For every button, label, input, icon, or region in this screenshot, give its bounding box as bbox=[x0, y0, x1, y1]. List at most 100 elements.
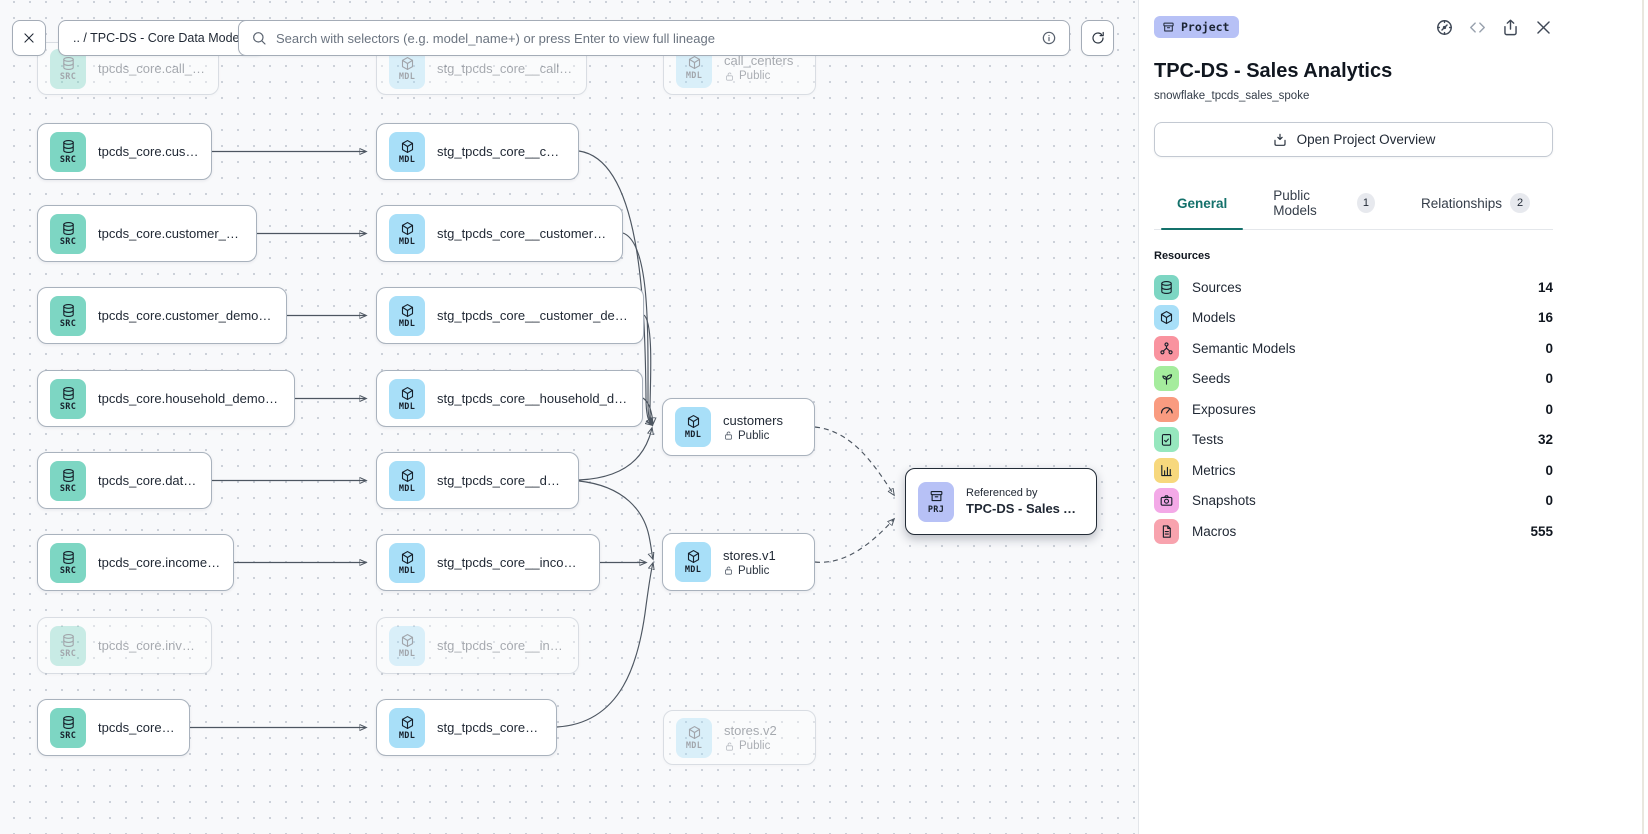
docs-inbox-icon bbox=[1272, 132, 1288, 148]
lineage-node-src-store[interactable]: SRC tpcds_core.store bbox=[37, 699, 190, 756]
lock-open-icon bbox=[723, 565, 734, 576]
search-box[interactable] bbox=[238, 20, 1070, 56]
resource-chip bbox=[1154, 488, 1179, 514]
lock-open-icon bbox=[724, 741, 735, 752]
breadcrumb[interactable]: .. / TPC-DS - Core Data Models bbox=[58, 20, 264, 56]
resource-row-seeds[interactable]: Seeds 0 bbox=[1154, 364, 1553, 395]
resource-label: Metrics bbox=[1192, 462, 1236, 478]
lineage-node-mdl-date-dim[interactable]: MDL stg_tpcds_core__date_dim bbox=[376, 452, 579, 509]
lineage-canvas[interactable]: SRCtpcds_core.call_centerMDLstg_tpcds_co… bbox=[0, 0, 1138, 834]
resource-chip bbox=[1154, 396, 1179, 422]
badge-label: MDL bbox=[398, 318, 416, 329]
node-body: tpcds_core.store bbox=[98, 720, 177, 735]
node-pre-label: Referenced by bbox=[966, 487, 1038, 499]
tab-relationships-label: Relationships bbox=[1420, 195, 1502, 211]
node-body: stg_tpcds_core__date_dim bbox=[437, 473, 566, 488]
close-panel-icon[interactable] bbox=[1534, 18, 1553, 37]
cube-icon bbox=[1159, 310, 1174, 325]
lineage-node-mdl-household-demographics[interactable]: MDLstg_tpcds_core__household_demographic… bbox=[376, 370, 643, 427]
prj-badge: PRJ bbox=[918, 481, 954, 522]
resource-count: 0 bbox=[1545, 462, 1553, 478]
node-access: Public bbox=[723, 565, 776, 577]
refresh-button[interactable] bbox=[1081, 20, 1114, 56]
bar-chart-icon bbox=[1159, 463, 1174, 478]
info-icon[interactable] bbox=[1041, 30, 1057, 46]
node-label: tpcds_core.customer_address bbox=[98, 226, 244, 241]
node-body: tpcds_core.customer_demographics bbox=[98, 308, 274, 323]
project-icon bbox=[929, 489, 944, 504]
src-badge: SRC bbox=[50, 542, 86, 583]
lineage-node-mdl-store[interactable]: MDL stg_tpcds_core__store bbox=[376, 699, 557, 756]
project-type-badge-label: Project bbox=[1181, 20, 1230, 34]
mdl-badge: MDL bbox=[389, 707, 425, 748]
resource-row-metrics[interactable]: Metrics 0 bbox=[1154, 455, 1553, 486]
tab-general[interactable]: General bbox=[1154, 179, 1250, 230]
database-icon bbox=[61, 303, 76, 318]
mdl-badge: MDL bbox=[389, 131, 425, 172]
lock-open-icon bbox=[724, 71, 735, 82]
resource-chip bbox=[1154, 305, 1179, 331]
badge-label: MDL bbox=[398, 483, 416, 494]
code-icon[interactable] bbox=[1468, 18, 1487, 37]
cube-icon bbox=[687, 725, 702, 740]
resource-label: Tests bbox=[1192, 432, 1224, 448]
node-access: Public bbox=[724, 740, 777, 752]
share-icon[interactable] bbox=[1501, 18, 1520, 37]
node-body: tpcds_core.customer_address bbox=[98, 226, 244, 241]
mdl-badge: MDL bbox=[389, 542, 425, 583]
node-label: stg_tpcds_core__income_band bbox=[437, 555, 587, 570]
tab-general-label: General bbox=[1177, 195, 1228, 211]
explore-compass-icon[interactable] bbox=[1435, 18, 1454, 37]
tab-relationships[interactable]: Relationships 2 bbox=[1398, 179, 1553, 229]
resource-count: 555 bbox=[1530, 523, 1553, 539]
panel-tabs: General Public Models 1 Relationships 2 bbox=[1154, 179, 1553, 230]
node-label: tpcds_core.customer bbox=[98, 144, 199, 159]
node-body: stg_tpcds_core__inventory bbox=[437, 638, 566, 653]
tab-public-models-count: 1 bbox=[1356, 193, 1375, 213]
resource-label: Snapshots bbox=[1192, 493, 1256, 509]
resource-count: 0 bbox=[1545, 371, 1553, 387]
node-access: Public bbox=[723, 430, 783, 442]
search-input[interactable] bbox=[276, 30, 1032, 46]
cube-icon bbox=[400, 303, 415, 318]
cube-icon bbox=[400, 386, 415, 401]
close-lineage-button[interactable] bbox=[12, 20, 46, 56]
src-badge: SRC bbox=[50, 707, 86, 748]
node-label: stg_tpcds_core__store bbox=[437, 720, 544, 735]
node-body: stg_tpcds_core__income_band bbox=[437, 555, 587, 570]
tab-public-models[interactable]: Public Models 1 bbox=[1250, 179, 1398, 229]
node-body: tpcds_core.household_demographics bbox=[98, 391, 282, 406]
badge-label: MDL bbox=[398, 565, 416, 576]
database-icon bbox=[61, 221, 76, 236]
panel-header: Project bbox=[1154, 16, 1553, 38]
open-project-overview-button[interactable]: Open Project Overview bbox=[1154, 122, 1553, 157]
resource-label: Seeds bbox=[1192, 371, 1231, 387]
lineage-node-mdl-income-band[interactable]: MDL stg_tpcds_core__income_band bbox=[376, 534, 600, 591]
lock-open-icon bbox=[723, 430, 734, 441]
search-icon bbox=[251, 30, 267, 46]
